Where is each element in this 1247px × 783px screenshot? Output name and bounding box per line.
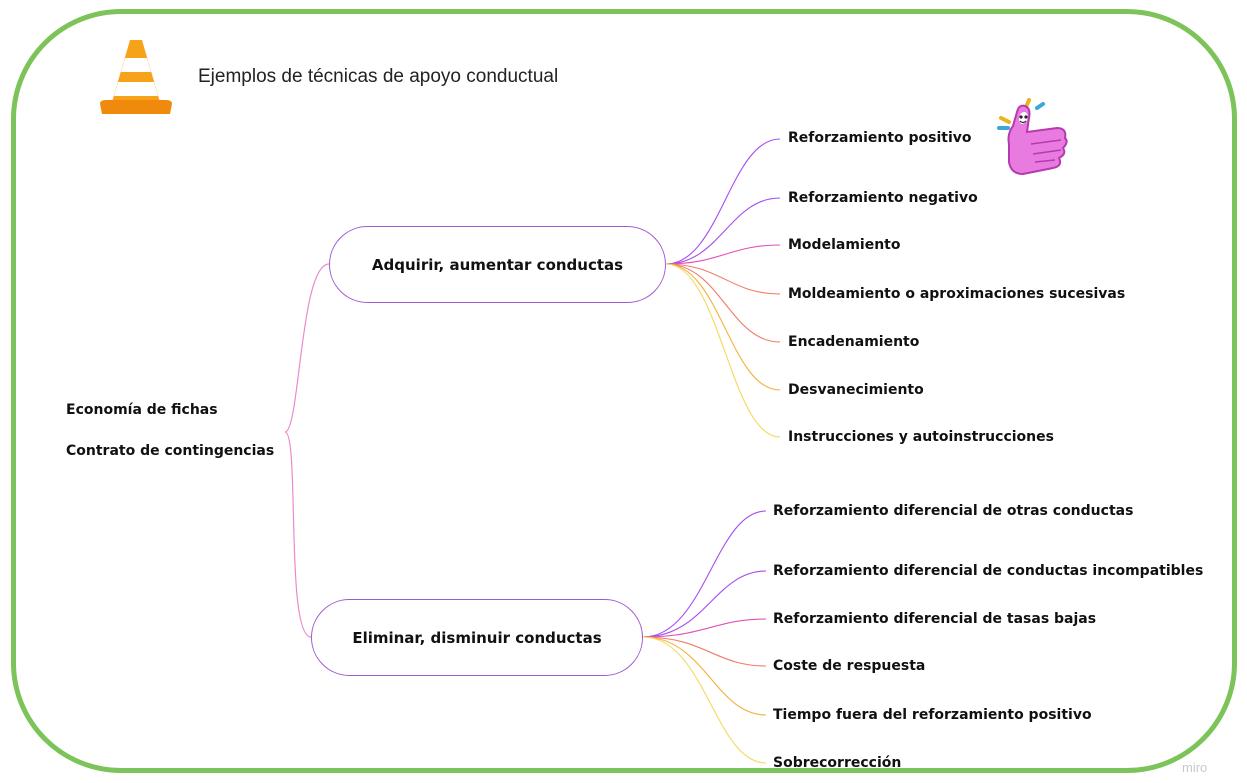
leaf-coste-respuesta[interactable]: Coste de respuesta <box>773 658 926 674</box>
leaf-encadenamiento[interactable]: Encadenamiento <box>788 334 920 350</box>
board-title: Ejemplos de técnicas de apoyo conductual <box>198 66 559 87</box>
connector-top-3 <box>665 263 781 295</box>
root-economia-fichas[interactable]: Economía de fichas <box>66 402 218 418</box>
connector-root-bottom <box>284 431 312 638</box>
connector-top-5 <box>665 263 781 391</box>
connector-root-top <box>284 263 330 433</box>
leaf-moldeamiento[interactable]: Moldeamiento o aproximaciones sucesivas <box>788 286 1126 302</box>
leaf-reforzamiento-positivo[interactable]: Reforzamiento positivo <box>788 130 972 146</box>
leaf-tiempo-fuera[interactable]: Tiempo fuera del reforzamiento positivo <box>773 707 1092 723</box>
connector-top-1 <box>665 197 781 265</box>
connector-top-0 <box>665 138 781 265</box>
traffic-cone-icon <box>100 40 172 114</box>
leaf-rd-tasas-bajas[interactable]: Reforzamiento diferencial de tasas bajas <box>773 611 1097 627</box>
miro-watermark: miro <box>1182 760 1208 775</box>
leaf-sobrecorreccion[interactable]: Sobrecorrección <box>773 755 902 771</box>
connector-bottom-4 <box>642 636 767 716</box>
branch-adquirir-aumentar[interactable]: Adquirir, aumentar conductas <box>329 226 666 303</box>
leaf-desvanecimiento[interactable]: Desvanecimiento <box>788 382 924 398</box>
connector-top-2 <box>665 244 781 265</box>
connector-bottom-2 <box>642 618 767 638</box>
branch-eliminar-disminuir[interactable]: Eliminar, disminuir conductas <box>311 599 643 676</box>
thumbs-up-sticker-icon <box>997 98 1068 176</box>
connector-top-4 <box>665 263 781 343</box>
connector-bottom-3 <box>642 636 767 667</box>
leaf-modelamiento[interactable]: Modelamiento <box>788 237 901 253</box>
connector-bottom-0 <box>642 510 767 638</box>
green-frame <box>11 9 1237 773</box>
connector-bottom-5 <box>642 636 767 764</box>
connector-bottom-1 <box>642 570 767 638</box>
root-contrato-contingencias[interactable]: Contrato de contingencias <box>66 443 275 459</box>
leaf-rd-conductas-incompatibles[interactable]: Reforzamiento diferencial de conductas i… <box>773 563 1204 579</box>
leaf-reforzamiento-negativo[interactable]: Reforzamiento negativo <box>788 190 978 206</box>
leaf-rd-otras-conductas[interactable]: Reforzamiento diferencial de otras condu… <box>773 503 1134 519</box>
leaf-instrucciones[interactable]: Instrucciones y autoinstrucciones <box>788 429 1054 445</box>
connector-top-6 <box>665 263 781 438</box>
